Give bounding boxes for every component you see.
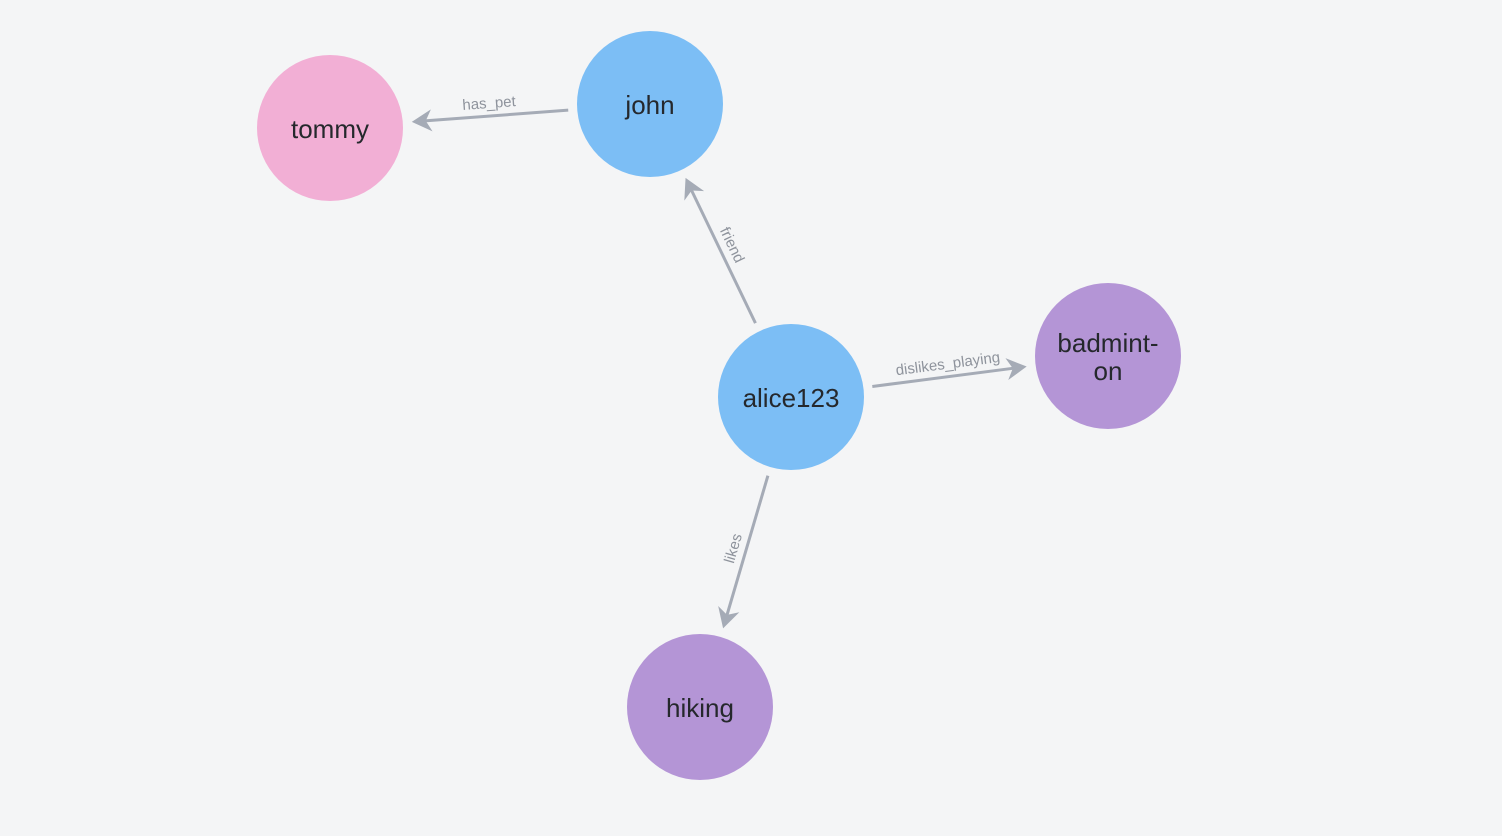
edge-label: friend bbox=[716, 224, 748, 265]
edge-line[interactable] bbox=[424, 108, 569, 123]
graph-node-tommy[interactable]: tommy bbox=[257, 55, 403, 201]
node-circle[interactable] bbox=[577, 31, 723, 177]
graph-node-alice123[interactable]: alice123 bbox=[718, 324, 864, 470]
node-circle[interactable] bbox=[718, 324, 864, 470]
graph-edge-friend[interactable]: friend bbox=[684, 177, 757, 324]
edge-label: dislikes_playing bbox=[895, 349, 1001, 379]
node-circle[interactable] bbox=[1035, 283, 1181, 429]
graph-edge-has_pet[interactable]: has_pet bbox=[411, 93, 569, 132]
graph-edge-dislikes_playing[interactable]: dislikes_playing bbox=[872, 349, 1027, 388]
graph-node-badminton[interactable]: badmint-on bbox=[1035, 283, 1181, 429]
edge-arrowhead-icon bbox=[411, 109, 433, 132]
edge-line[interactable] bbox=[725, 475, 770, 617]
graph-node-hiking[interactable]: hiking bbox=[627, 634, 773, 780]
edge-line[interactable] bbox=[872, 366, 1014, 388]
graph-edge-likes[interactable]: likes bbox=[718, 475, 770, 629]
edge-arrowhead-icon bbox=[684, 177, 705, 201]
edge-line[interactable] bbox=[689, 188, 757, 324]
node-circle[interactable] bbox=[257, 55, 403, 201]
edge-arrowhead-icon bbox=[718, 606, 740, 629]
graph-node-john[interactable]: john bbox=[577, 31, 723, 177]
node-circle[interactable] bbox=[627, 634, 773, 780]
edge-arrowhead-icon bbox=[1005, 358, 1027, 380]
edge-label: has_pet bbox=[462, 93, 517, 114]
